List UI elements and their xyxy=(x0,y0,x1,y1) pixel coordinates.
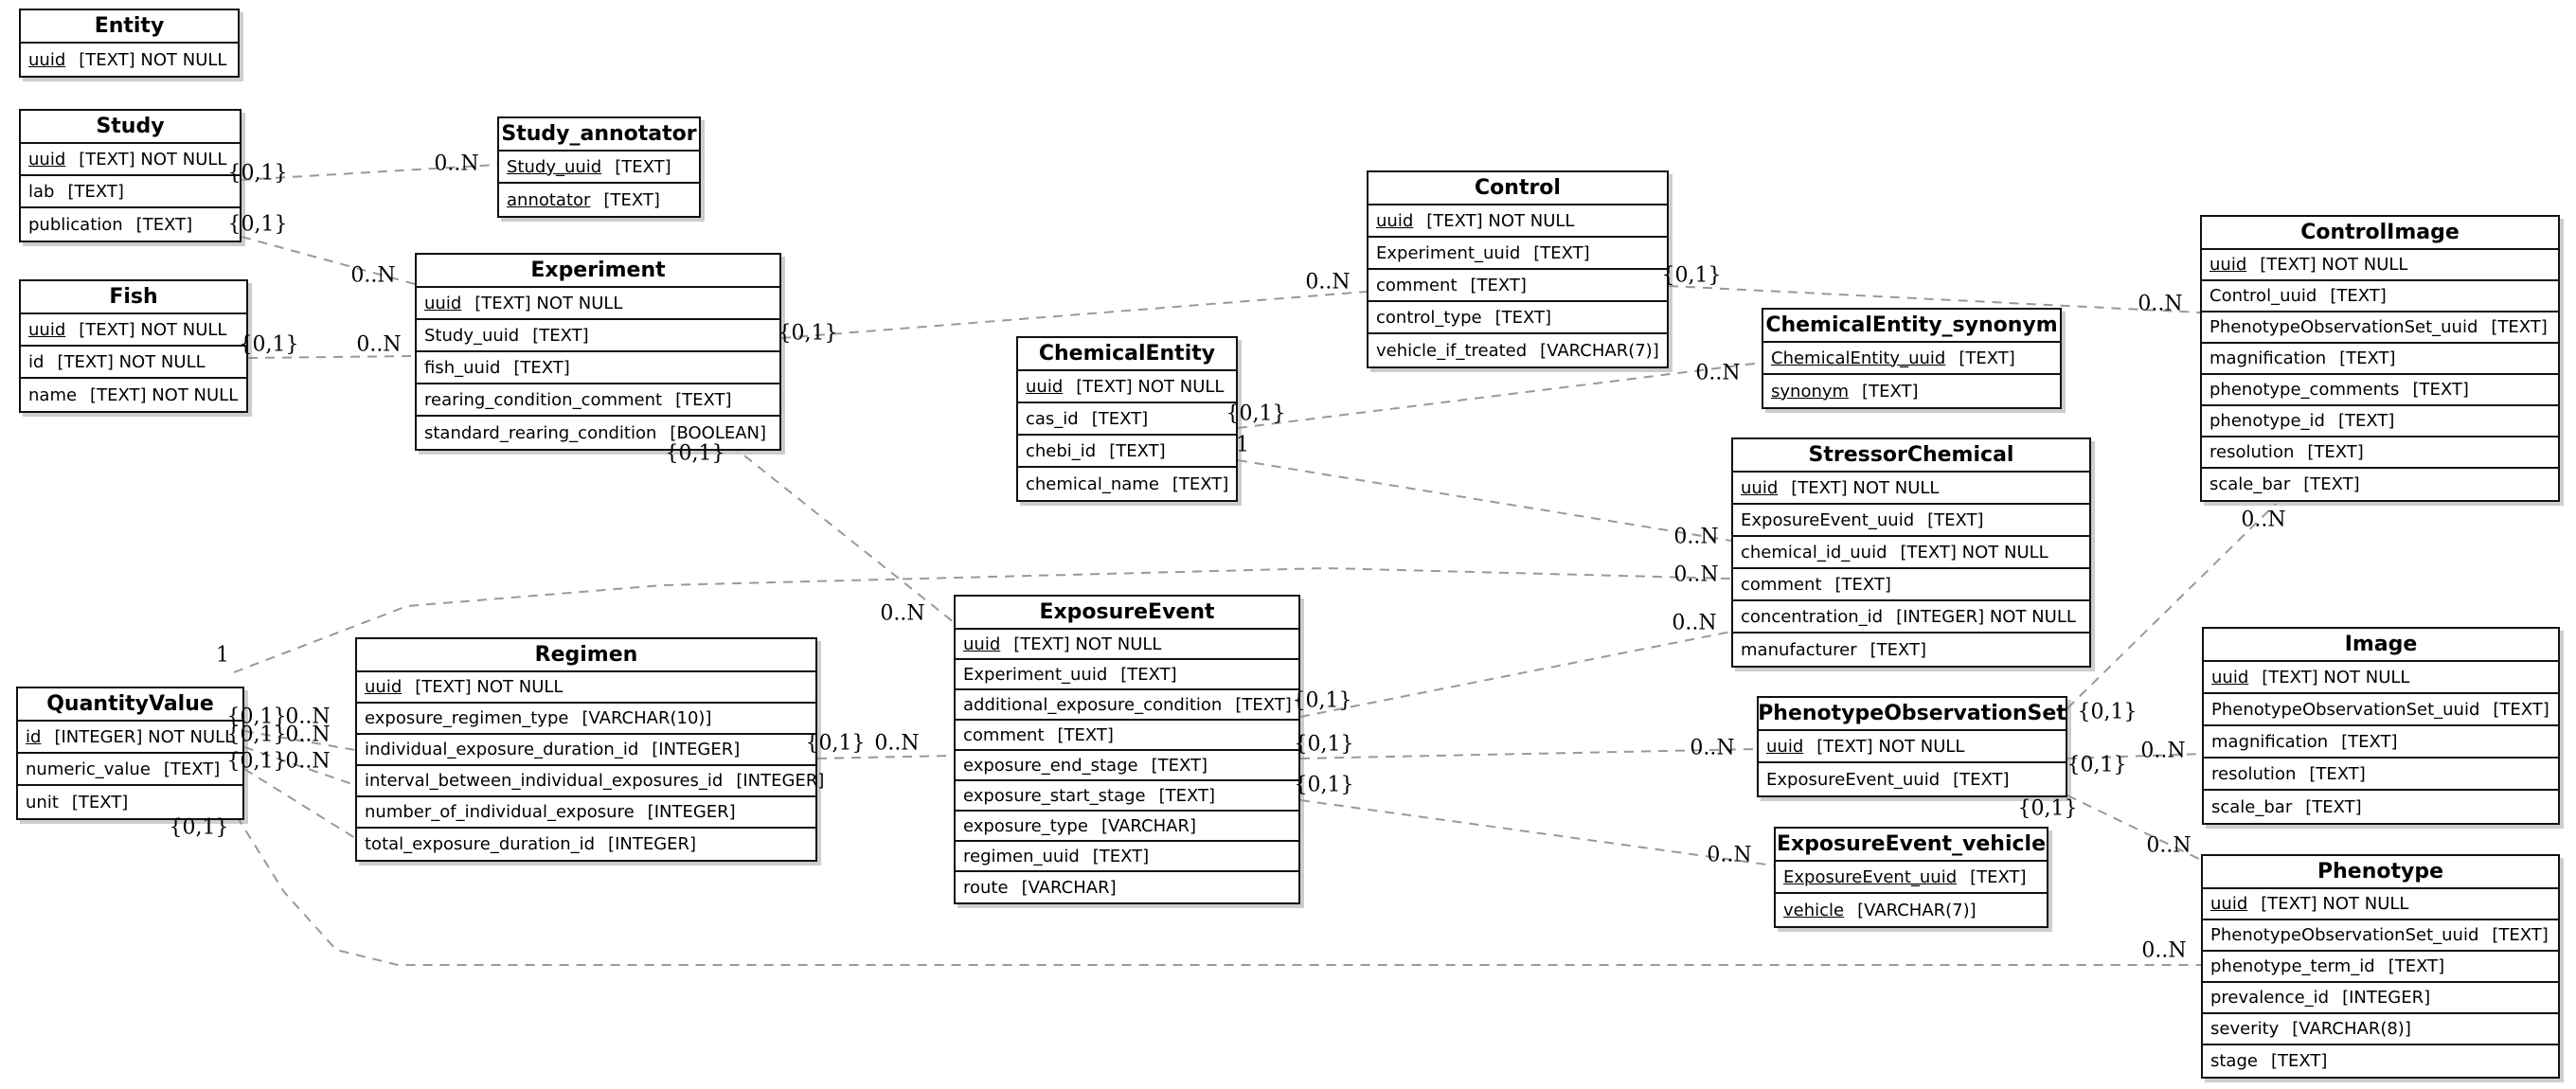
edge-experiment-exposureevent xyxy=(730,444,955,623)
edge-quantityvalue-regimen-interval xyxy=(243,746,356,786)
edge-exposureevent-exposureevent_vehicle xyxy=(1299,799,1775,866)
edge-phenotypeobservationset-controlimage xyxy=(2066,503,2277,709)
edge-phenotypeobservationset-phenotype xyxy=(2066,794,2202,861)
edge-study-study_annotator xyxy=(241,164,498,181)
edge-quantityvalue-phenotype xyxy=(236,815,2201,966)
edge-chemicalentity-synonym xyxy=(1237,362,1762,429)
edge-control-controlimage xyxy=(1668,285,2201,313)
edge-fish-experiment xyxy=(247,355,416,359)
edge-quantityvalue-stressorchemical xyxy=(233,566,1732,673)
edge-phenotypeobservationset-image xyxy=(2066,753,2203,759)
edge-study-experiment xyxy=(241,236,416,285)
edge-quantityvalue-regimen-individual_duration xyxy=(243,730,356,751)
edge-chemicalentity-stressorchemical xyxy=(1237,459,1732,542)
edge-exposureevent-stressorchemical xyxy=(1299,631,1732,718)
edge-regimen-exposureevent xyxy=(816,755,955,759)
edge-quantityvalue-regimen-total_duration xyxy=(243,768,356,839)
edge-experiment-control xyxy=(780,291,1368,339)
edge-exposureevent-phenotypeobservationset xyxy=(1299,748,1758,759)
